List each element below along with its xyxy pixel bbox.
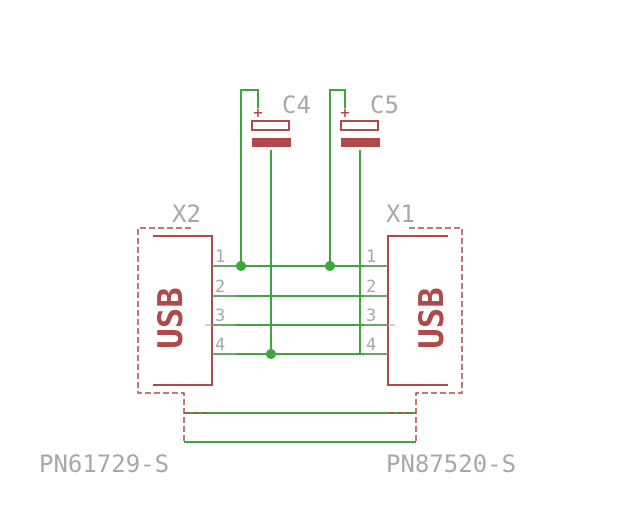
- connector-part-number: PN87520-S: [386, 450, 516, 478]
- capacitor-positive-plate: [251, 120, 290, 131]
- capacitor-negative-plate: [341, 138, 380, 147]
- junction-dot: [236, 261, 246, 271]
- pin-number: 2: [215, 277, 225, 297]
- connector-body: [387, 235, 448, 386]
- connector-part-number: PN61729-S: [39, 450, 169, 478]
- capacitor-label: C5: [370, 91, 399, 119]
- capacitor-polarity-mark: +: [253, 106, 264, 121]
- connector-body-text: USB: [412, 287, 452, 348]
- connector-outline: [137, 227, 191, 442]
- capacitor-polarity-mark: +: [340, 106, 351, 121]
- pin-number: 1: [366, 247, 376, 267]
- capacitor-positive-plate: [340, 120, 379, 131]
- pin-number: 4: [366, 335, 376, 355]
- capacitor-c4[interactable]: + C4: [251, 91, 311, 147]
- connector-outline: [409, 227, 463, 442]
- capacitor-c5[interactable]: + C5: [340, 91, 399, 147]
- pin-number: 4: [215, 335, 225, 355]
- connector-name: X1: [386, 200, 415, 228]
- nets: [184, 89, 416, 443]
- net-c4-positive[interactable]: [240, 89, 259, 266]
- junction-dot: [325, 261, 335, 271]
- connector-name: X2: [172, 200, 201, 228]
- pin-number: 2: [366, 277, 376, 297]
- connector-body-text: USB: [151, 287, 191, 348]
- pin-number: 3: [366, 306, 376, 326]
- connector-x2[interactable]: 1 2 3 4 USB X2 PN61729-S: [39, 200, 236, 478]
- pin-number: 1: [215, 247, 225, 267]
- connector-body: [153, 235, 213, 386]
- net-c5-positive[interactable]: [329, 89, 346, 266]
- capacitor-negative-plate: [252, 138, 291, 147]
- pin-number: 3: [215, 306, 225, 326]
- connector-x1[interactable]: 1 2 3 4 USB X1 PN87520-S: [364, 200, 516, 478]
- junction-dot: [266, 349, 276, 359]
- capacitor-label: C4: [282, 91, 311, 119]
